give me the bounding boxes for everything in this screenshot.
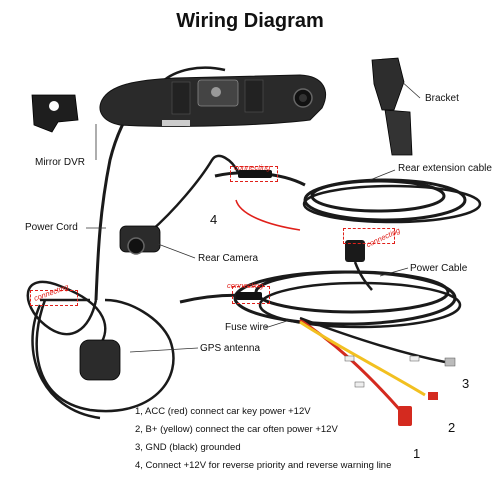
rear-connector — [345, 240, 365, 262]
note-4: 4, Connect +12V for reverse priority and… — [135, 460, 392, 471]
label-rear-extension-cable: Rear extension cable — [398, 163, 492, 174]
mirror-rib-left — [171, 81, 191, 115]
black-terminal — [444, 357, 456, 367]
number-4: 4 — [210, 212, 218, 227]
wire-4 — [235, 199, 301, 231]
wire-black — [299, 316, 446, 364]
number-3: 3 — [462, 376, 470, 391]
connecting-box-rear-cam — [343, 228, 395, 244]
number-1: 1 — [413, 446, 421, 461]
mirror-mount-screw — [211, 87, 221, 97]
gps-cable — [26, 280, 107, 346]
rear-camera-lens — [127, 237, 145, 255]
mount-plate — [31, 94, 79, 133]
label-power-cord: Power Cord — [25, 222, 78, 233]
leader-lines — [86, 79, 421, 353]
note-3: 3, GND (black) grounded — [135, 442, 241, 453]
bracket-foot — [384, 109, 413, 156]
rear-camera-cable — [149, 154, 240, 233]
label-rear-camera: Rear Camera — [198, 253, 259, 264]
number-2: 2 — [448, 420, 456, 435]
white-connector-3 — [409, 355, 420, 362]
red-terminal — [428, 392, 438, 400]
mirror-sticker — [162, 120, 190, 126]
wire-yellow — [299, 320, 426, 397]
note-1: 1, ACC (red) connect car key power +12V — [135, 406, 311, 417]
label-mirror-dvr: Mirror DVR — [35, 157, 85, 168]
label-gps-antenna: GPS antenna — [200, 343, 261, 354]
label-fuse-wire: Fuse wire — [225, 322, 269, 333]
label-power-cable: Power Cable — [410, 263, 468, 274]
rear-extension-plug — [238, 170, 272, 178]
connecting-box-gps — [30, 290, 78, 306]
mirror-lens-glass — [299, 94, 307, 102]
white-connector-2 — [344, 355, 355, 362]
connecting-box-power — [232, 286, 270, 304]
note-2: 2, B+ (yellow) connect the car often pow… — [135, 424, 338, 435]
power-cable-plug — [236, 292, 262, 300]
connecting-box-rear-ext — [230, 166, 278, 182]
white-connector — [354, 381, 365, 388]
red-fuse — [398, 406, 412, 426]
gps-antenna — [79, 339, 121, 381]
connecting-tag-power: connecting — [227, 281, 264, 290]
connecting-tag-rear-ext: connecting — [234, 163, 271, 172]
bracket-body — [371, 57, 405, 111]
label-bracket: Bracket — [425, 93, 459, 104]
wire-red — [299, 318, 402, 411]
diagram-title: Wiring Diagram — [176, 10, 324, 32]
mount-plate-hole — [49, 101, 59, 111]
mirror-rib-right — [244, 79, 264, 113]
